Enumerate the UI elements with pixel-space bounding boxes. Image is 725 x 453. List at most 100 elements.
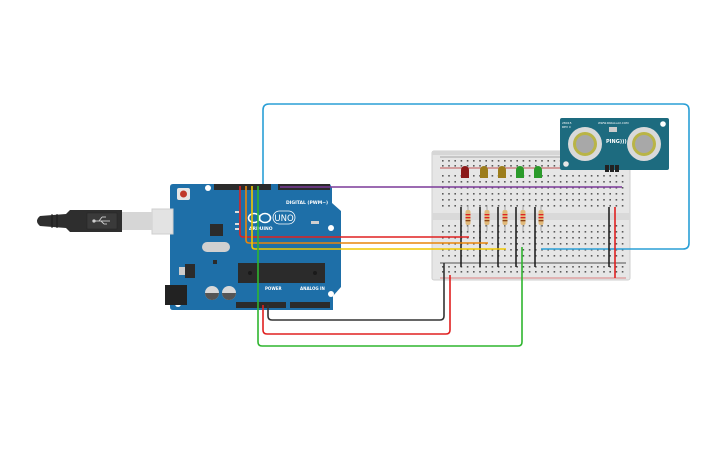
breadboard-hole [566, 271, 568, 273]
breadboard-hole [566, 181, 568, 183]
breadboard-hole [572, 193, 574, 195]
breadboard-hole [497, 193, 500, 195]
sensor-pin-gnd[interactable] [605, 165, 609, 172]
breadboard-hole [479, 193, 481, 195]
breadboard-center-channel [432, 213, 630, 220]
breadboard-hole [516, 249, 518, 251]
breadboard-hole [547, 160, 549, 162]
breadboard-hole [584, 193, 587, 195]
wire-orange-led[interactable] [245, 186, 488, 244]
sensor-rev-text: REV C [562, 125, 571, 129]
breadboard-hole [510, 237, 512, 239]
sensor-pin-sig[interactable] [615, 165, 619, 172]
breadboard-hole [491, 237, 494, 239]
breadboard-hole [504, 255, 506, 257]
wire-green-led[interactable] [257, 186, 523, 347]
resistor[interactable] [538, 205, 544, 231]
breadboard-hole [609, 255, 611, 257]
breadboard-hole [547, 199, 549, 201]
breadboard-hole [609, 199, 611, 201]
breadboard-hole [621, 187, 624, 189]
breadboard-hole [510, 181, 512, 183]
arduino-board[interactable]: DIGITAL (PWM~) ARDUINO UNO [151, 184, 341, 310]
ultrasonic-sensor[interactable]: 28015 REV C WWW.PARALLAX.COM PING))) [560, 118, 669, 172]
usb-cable[interactable] [37, 210, 152, 232]
breadboard-hole [621, 237, 624, 239]
breadboard-hole [442, 181, 444, 183]
yellow-led-2[interactable] [498, 166, 506, 178]
resistor[interactable] [520, 205, 526, 231]
breadboard-hole [516, 193, 518, 195]
wire-red-5v[interactable] [262, 275, 451, 335]
power-header-label: POWER [265, 286, 282, 291]
breadboard-hole [460, 165, 463, 167]
breadboard-hole [578, 243, 580, 245]
breadboard-hole [541, 225, 543, 227]
breadboard-hole [442, 199, 444, 201]
breadboard-hole [547, 205, 549, 207]
breadboard-hole [603, 231, 605, 233]
breadboard-hole [541, 165, 543, 167]
yellow-led-1[interactable] [480, 166, 488, 178]
sensor-pin-5v[interactable] [610, 165, 614, 172]
breadboard-hole [491, 266, 494, 268]
red-led[interactable] [461, 166, 469, 178]
resistor[interactable] [465, 205, 471, 231]
wire-red-led[interactable] [239, 186, 469, 238]
breadboard-hole [491, 271, 494, 273]
breadboard-hole [510, 175, 512, 177]
wire-blue-signal[interactable] [262, 103, 690, 250]
green-led-2[interactable] [534, 166, 542, 178]
breadboard-hole [522, 243, 525, 245]
breadboard-hole [578, 205, 580, 207]
resistor[interactable] [502, 205, 508, 231]
breadboard-hole [572, 175, 574, 177]
breadboard-hole [479, 199, 481, 201]
breadboard-hole [590, 243, 593, 245]
breadboard-hole [491, 160, 494, 162]
breadboard-hole [559, 231, 562, 233]
breadboard-hole [547, 181, 549, 183]
breadboard-hole [497, 205, 500, 207]
resistor[interactable] [484, 205, 490, 231]
breadboard-hole [584, 175, 587, 177]
breadboard-hole [615, 237, 618, 239]
breadboard-hole [541, 199, 543, 201]
breadboard-hole [473, 160, 475, 162]
green-led-1[interactable] [516, 166, 524, 178]
breadboard-hole [466, 193, 469, 195]
breadboard-hole [528, 237, 531, 239]
breadboard-hole [516, 165, 518, 167]
breadboard-hole [466, 266, 469, 268]
breadboard-hole [442, 160, 444, 162]
breadboard-hole [578, 266, 580, 268]
breadboard-hole [578, 193, 580, 195]
breadboard-hole [597, 255, 599, 257]
breadboard-hole [510, 243, 512, 245]
breadboard-hole [504, 181, 506, 183]
breadboard-hole [553, 243, 556, 245]
usb-chip [210, 224, 223, 236]
breadboard-hole [485, 193, 487, 195]
breadboard-hole [510, 165, 512, 167]
breadboard-hole [572, 266, 574, 268]
breadboard-hole [547, 271, 549, 273]
breadboard-hole [597, 199, 599, 201]
wire-black-gnd[interactable] [267, 263, 445, 321]
breadboard-hole [454, 199, 456, 201]
breadboard-hole [466, 255, 469, 257]
breadboard-hole [603, 237, 605, 239]
breadboard-hole [473, 266, 475, 268]
breadboard-hole [454, 266, 456, 268]
breadboard-hole [473, 231, 475, 233]
breadboard-hole [590, 181, 593, 183]
breadboard-hole [510, 255, 512, 257]
breadboard-hole [516, 199, 518, 201]
wire-yellow-led[interactable] [251, 186, 506, 250]
breadboard-hole [485, 271, 487, 273]
sensor-pins[interactable] [605, 165, 619, 172]
breadboard-hole [541, 193, 543, 195]
breadboard-hole [466, 231, 469, 233]
breadboard-hole [497, 199, 500, 201]
